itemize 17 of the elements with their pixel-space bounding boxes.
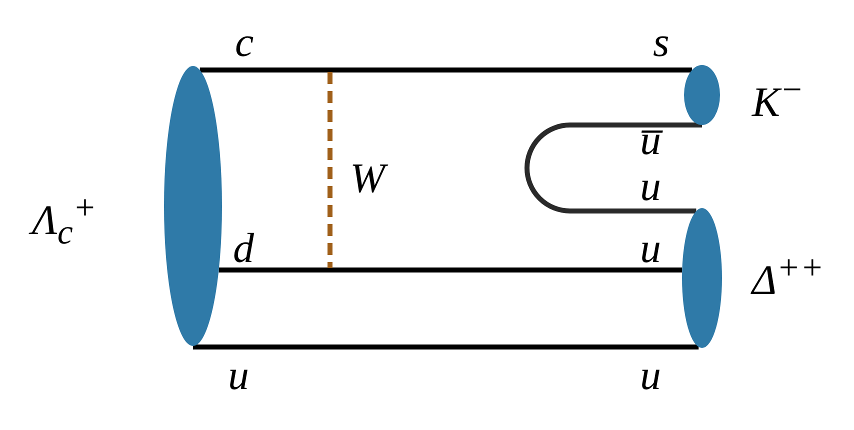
quark-line	[524, 122, 702, 214]
hadron-label: K$^{−}$	[752, 72, 804, 124]
quark-label: u̅	[640, 120, 661, 162]
quark-line	[200, 68, 692, 72]
quark-line	[193, 344, 699, 350]
quark-label: s	[653, 22, 670, 64]
quark-label: u	[228, 355, 249, 397]
quark-label: u	[640, 355, 661, 397]
hadron-blob	[682, 208, 722, 348]
quark-label: d	[233, 228, 254, 270]
quark-label: u	[640, 166, 661, 208]
hadron-blob	[684, 65, 720, 125]
hadron-label: Δ$^{++}$	[752, 250, 824, 302]
hadron-blob	[164, 66, 222, 346]
quark-label: u	[640, 228, 661, 270]
quark-label: c	[235, 22, 254, 64]
quark-line	[218, 268, 682, 272]
